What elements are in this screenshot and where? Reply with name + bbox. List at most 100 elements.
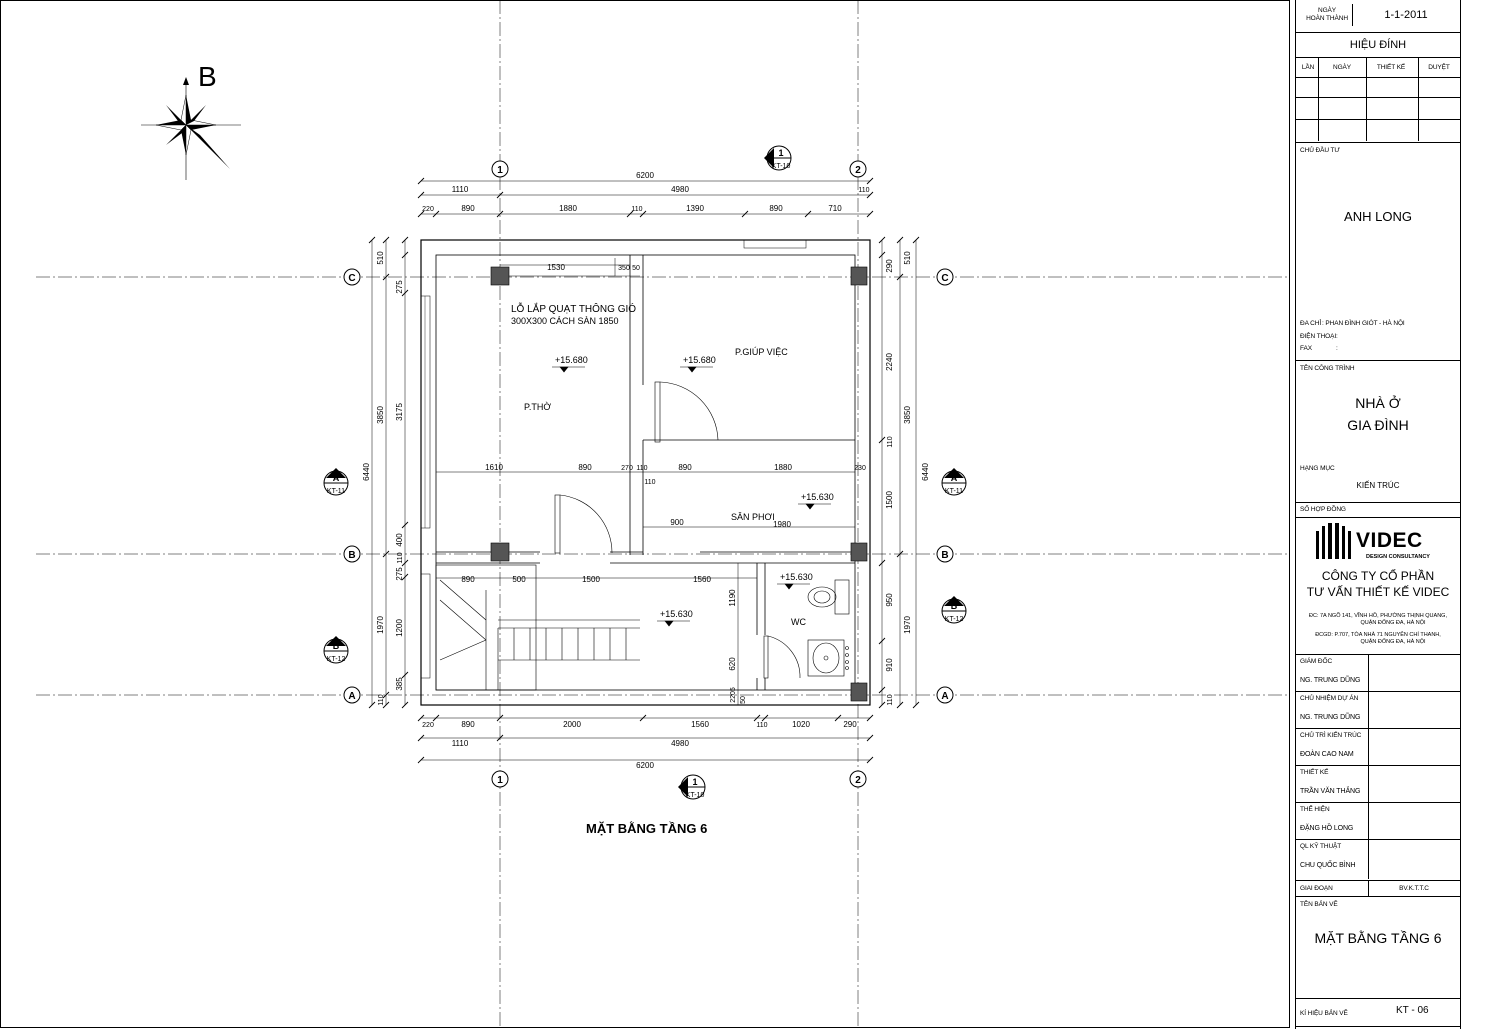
svg-text:50: 50 bbox=[632, 265, 640, 272]
svg-text:1110: 1110 bbox=[452, 185, 469, 194]
role-name: NG. TRUNG DŨNG bbox=[1300, 714, 1361, 721]
company-section: SỐ HỢP ĐỒNG VIDEC DESIGN CONSULTANCY CÔN… bbox=[1296, 502, 1460, 652]
owner-name: ANH LONG bbox=[1344, 209, 1412, 224]
svg-text:6440: 6440 bbox=[921, 463, 930, 481]
company-name-2: TƯ VẤN THIẾT KẾ VIDEC bbox=[1306, 585, 1450, 599]
dims-bottom: 220 890 2000 1560 110 1020 290 1110 4980… bbox=[422, 720, 857, 770]
svg-text:890: 890 bbox=[461, 720, 475, 729]
level-symbols bbox=[552, 366, 831, 627]
roles-section: GIÁM ĐỐC NG. TRUNG DŨNG CHỦ NHIỆM DỰ ÁN … bbox=[1296, 654, 1460, 879]
svg-text:4980: 4980 bbox=[671, 739, 689, 748]
svg-text:A: A bbox=[348, 691, 355, 702]
svg-text:2240: 2240 bbox=[885, 353, 894, 371]
svg-text:KT-10: KT-10 bbox=[686, 792, 705, 799]
north-label: B bbox=[198, 61, 217, 92]
title-block: NGÀY HOÀN THÀNH 1-1-2011 HIỆU ĐÍNH LẦN N… bbox=[1295, 0, 1461, 1029]
svg-text:1970: 1970 bbox=[903, 616, 912, 634]
svg-text:2: 2 bbox=[855, 775, 861, 786]
svg-text:3850: 3850 bbox=[376, 406, 385, 424]
svg-text:1: 1 bbox=[497, 775, 503, 786]
grid-lines bbox=[36, 0, 1290, 1029]
svg-text:1390: 1390 bbox=[686, 204, 704, 213]
svg-text:1020: 1020 bbox=[792, 720, 810, 729]
plan-title: MẶT BẰNG TẦNG 6 bbox=[586, 821, 707, 836]
section-markers: A A B B 1 1 KT-11 KT-11 KT-12 KT-12 KT-1… bbox=[323, 145, 967, 800]
svg-text:B: B bbox=[348, 550, 355, 561]
svg-text:230: 230 bbox=[854, 465, 866, 472]
ventilation-note: LỖ LẮP QUẠT THÔNG GIÓ bbox=[511, 302, 636, 315]
svg-text:890: 890 bbox=[461, 575, 475, 584]
svg-text:1530: 1530 bbox=[547, 263, 565, 272]
north-arrow-icon bbox=[141, 77, 241, 180]
svg-text:1500: 1500 bbox=[582, 575, 600, 584]
svg-text:500: 500 bbox=[512, 575, 526, 584]
staircase bbox=[435, 564, 640, 691]
svg-text:4980: 4980 bbox=[671, 185, 689, 194]
project-name-1: NHÀ Ở bbox=[1355, 395, 1401, 411]
svg-text:110: 110 bbox=[887, 436, 894, 447]
sheet-number-row: KÍ HIỆU BẢN VẼ KT - 06 bbox=[1296, 998, 1460, 1027]
svg-text:C: C bbox=[348, 273, 355, 284]
svg-text:1500: 1500 bbox=[885, 491, 894, 509]
svg-text:1880: 1880 bbox=[774, 463, 792, 472]
svg-text:890: 890 bbox=[578, 463, 592, 472]
svg-text:620: 620 bbox=[728, 657, 737, 671]
sheet-name-section: TÊN BẢN VẼ MẶT BẰNG TẦNG 6 bbox=[1296, 896, 1460, 998]
project-name-2: GIA ĐÌNH bbox=[1347, 417, 1409, 433]
role-name: ĐOÀN CAO NAM bbox=[1300, 751, 1354, 758]
svg-text:+15.630: +15.630 bbox=[780, 572, 813, 582]
level-marks: +15.680 +15.680 +15.630 +15.630 +15.630 bbox=[555, 355, 834, 619]
svg-text:6200: 6200 bbox=[636, 761, 654, 770]
svg-text:110: 110 bbox=[636, 465, 647, 472]
phase-value: BV.K.T.T.C bbox=[1399, 885, 1429, 892]
floor-plan-drawing: B bbox=[0, 0, 1290, 1029]
svg-text:KT-12: KT-12 bbox=[945, 616, 964, 623]
svg-text:50: 50 bbox=[740, 696, 747, 704]
completion-date: 1-1-2011 bbox=[1384, 9, 1428, 21]
svg-text:110: 110 bbox=[887, 694, 894, 705]
svg-text:C: C bbox=[941, 273, 948, 284]
svg-text:110: 110 bbox=[756, 722, 767, 729]
svg-text:1110: 1110 bbox=[452, 739, 469, 748]
svg-text:510: 510 bbox=[903, 251, 912, 265]
room-wc: WC bbox=[791, 617, 806, 627]
svg-text:1980: 1980 bbox=[773, 520, 791, 529]
dimension-lines bbox=[371, 180, 917, 761]
svg-text:6200: 6200 bbox=[636, 171, 654, 180]
ventilation-note-2: 300X300 CÁCH SÀN 1850 bbox=[511, 316, 619, 326]
room-p-giup-viec: P.GIÚP VIỆC bbox=[735, 347, 788, 357]
svg-text:1880: 1880 bbox=[559, 204, 577, 213]
project-section: TÊN CÔNG TRÌNH NHÀ Ở GIA ĐÌNH HẠNG MỤC K… bbox=[1296, 360, 1460, 500]
svg-text:B: B bbox=[951, 601, 958, 611]
grid-bubbles bbox=[343, 160, 954, 788]
svg-text:290: 290 bbox=[885, 259, 894, 273]
svg-text:1: 1 bbox=[692, 777, 697, 787]
svg-text:220: 220 bbox=[422, 206, 434, 213]
room-labels: P.THỜ P.GIÚP VIỆC SÂN PHƠI WC LỖ LẮP QUẠ… bbox=[511, 302, 806, 627]
revision-table: HIỆU ĐÍNH LẦN NGÀY THIẾT KẾ DUYỆT bbox=[1296, 32, 1460, 141]
svg-text:110: 110 bbox=[631, 206, 642, 213]
videc-logo-icon bbox=[1316, 523, 1360, 561]
dimension-ticks bbox=[368, 177, 920, 764]
svg-text:900: 900 bbox=[670, 518, 684, 527]
svg-text:B: B bbox=[941, 550, 948, 561]
svg-text:270: 270 bbox=[621, 465, 633, 472]
company-logo-text: VIDEC bbox=[1356, 529, 1423, 552]
svg-text:1560: 1560 bbox=[691, 720, 709, 729]
sheet-name: MẶT BẰNG TẦNG 6 bbox=[1314, 930, 1442, 946]
svg-text:890: 890 bbox=[678, 463, 692, 472]
svg-text:220: 220 bbox=[422, 722, 434, 729]
dims-left: 510 275 3175 3850 6440 400 110 275 1200 … bbox=[362, 251, 404, 706]
svg-text:400: 400 bbox=[395, 533, 404, 547]
svg-text:KT-11: KT-11 bbox=[945, 488, 963, 495]
svg-text:890: 890 bbox=[769, 204, 783, 213]
svg-text:KT-10: KT-10 bbox=[772, 163, 791, 170]
dims-top: 6200 1110 4980 110 220 890 1880 110 1390… bbox=[422, 171, 870, 213]
role-name: CHU QUỐC BÌNH bbox=[1300, 862, 1356, 869]
doors bbox=[554, 381, 801, 679]
drawing-frame bbox=[0, 0, 1290, 1028]
role-name: TRẦN VĂN THẮNG bbox=[1300, 788, 1361, 795]
svg-text:3850: 3850 bbox=[903, 406, 912, 424]
svg-text:KT-11: KT-11 bbox=[327, 488, 345, 495]
svg-text:385: 385 bbox=[395, 677, 404, 691]
